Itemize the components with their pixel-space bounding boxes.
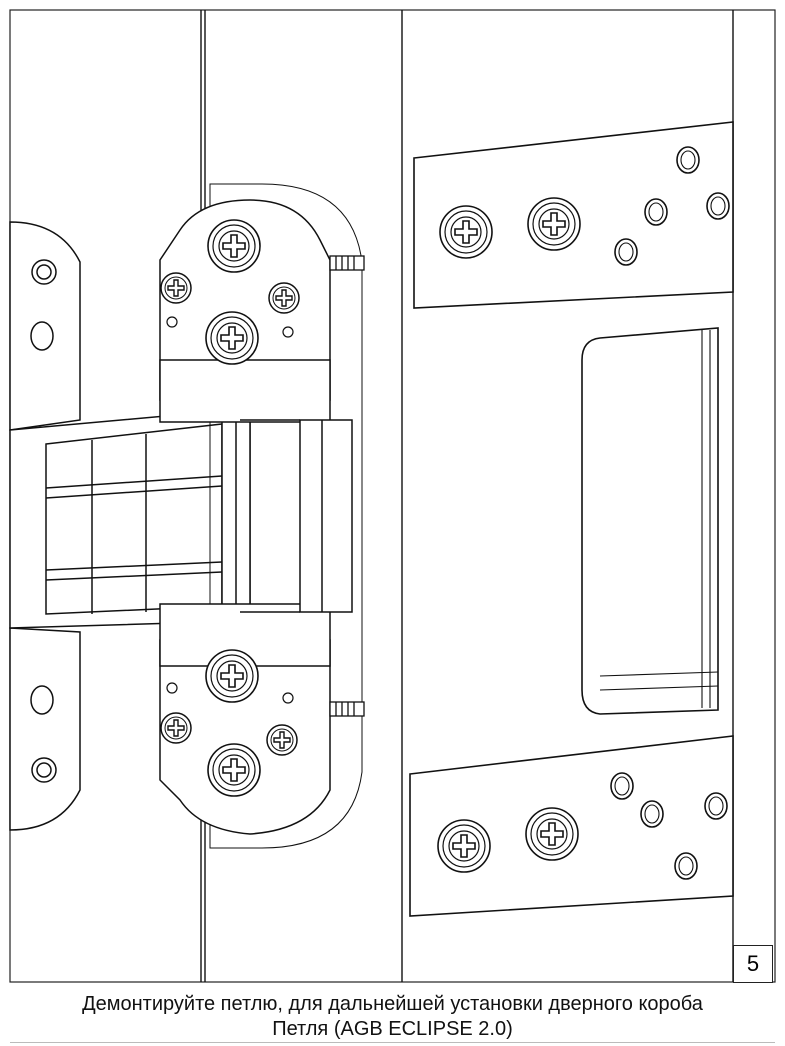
hinge-knuckle — [9, 411, 251, 629]
step-number-badge: 5 — [733, 945, 773, 983]
bottom-divider — [10, 1042, 775, 1043]
hinge-body-holes — [166, 316, 294, 704]
instruction-caption: Демонтируйте петлю, для дальнейшей устан… — [82, 993, 703, 1015]
upper-mounting-plate — [413, 121, 734, 309]
hinge-pocket-cutout — [581, 327, 719, 715]
hinge-model-caption: Петля (AGB ECLIPSE 2.0) — [272, 1018, 513, 1040]
lower-mounting-plate — [409, 735, 734, 917]
hinge-body — [159, 183, 363, 849]
adjustment-rods — [329, 255, 365, 717]
hinge-door-wing — [9, 221, 81, 831]
